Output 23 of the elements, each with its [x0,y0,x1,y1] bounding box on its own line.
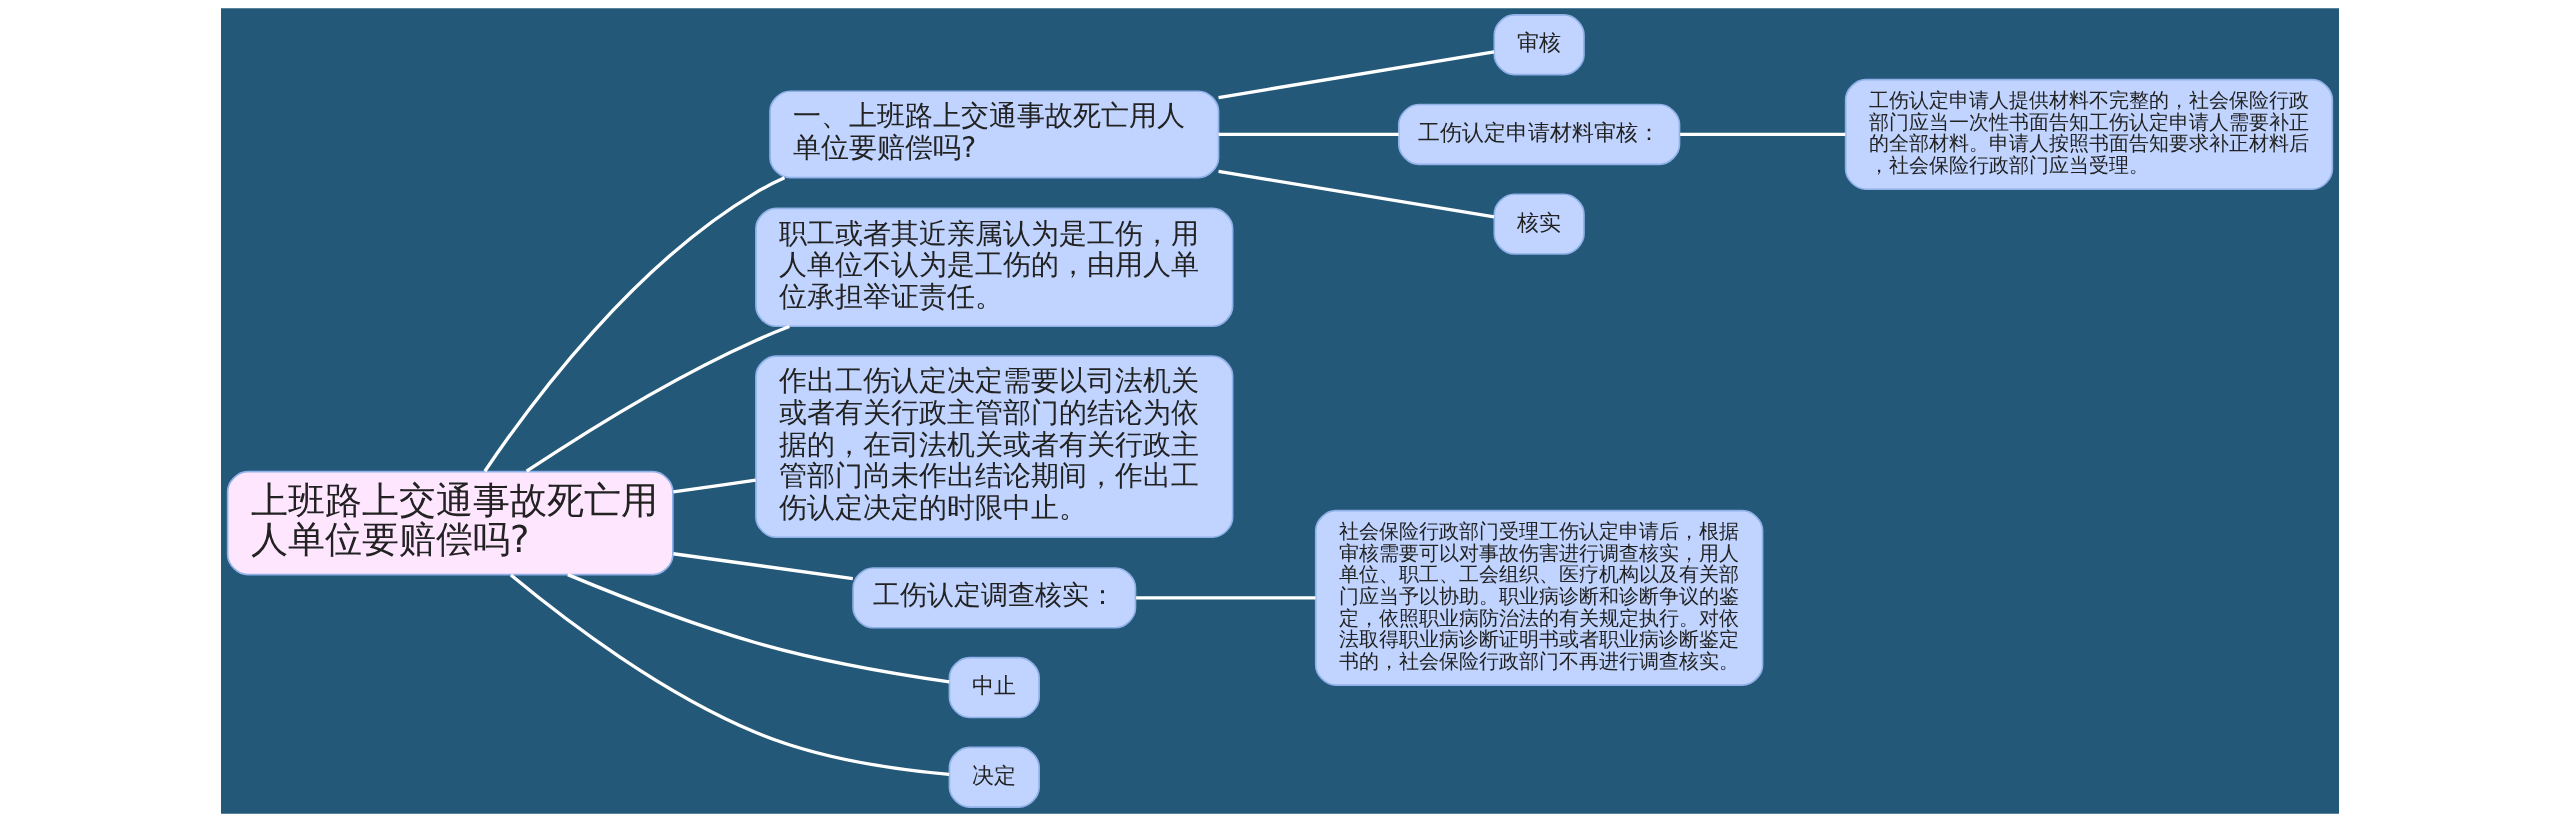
node-box: 职工或者其近亲属认为是工伤，用人单位不认为是工伤的，由用人单位承担举证责任。 [755,207,1234,328]
node-box: 上班路上交通事故死亡用人单位要赔偿吗? [226,470,674,576]
connector [1680,132,1846,137]
node-box: 社会保险行政部门受理工伤认定申请后，根据审核需要可以对事故伤害进行调查核实，用人单位、职工、工会组织、医疗机构以及有关部门应当予以协助。职业病诊断和诊断争议的鉴定，依照职业病防治法的有关规定执行。对依法取得职业病诊断证明书或者职业病诊断鉴定书的，社会保险行政部门不再进行调查核实。 [1314,509,1764,686]
node-box: 决定 [948,746,1040,809]
node-box: 工伤认定申请人提供材料不完整的，社会保险行政部门应当一次性书面告知工伤认定申请人需要补正的全部材料。申请人按照书面告知要求补正材料后，社会保险行政部门应当受理。 [1844,78,2334,191]
connector [673,552,854,581]
connector [509,573,950,777]
connector [1136,596,1316,600]
node-box: 作出工伤认定决定需要以司法机关或者有关行政主管部门的结论为依据的，在司法机关或者有关行政主管部门尚未作出结论期间，作出工伤认定决定的时限中止。 [755,355,1234,539]
connector [1218,132,1399,137]
node-box: 工伤认定申请材料审核： [1397,103,1681,166]
node-box: 审核 [1493,14,1585,76]
connector [567,573,950,684]
node-box: 核实 [1493,193,1585,255]
node-box: 中止 [948,656,1040,719]
connector [673,478,756,494]
node-box: 一、上班路上交通事故死亡用人单位要赔偿吗? [769,90,1220,179]
connector [483,176,786,473]
connector [1218,169,1495,219]
node-box: 工伤认定调查核实： [852,567,1137,629]
connector [525,324,790,473]
connector [1218,50,1495,100]
